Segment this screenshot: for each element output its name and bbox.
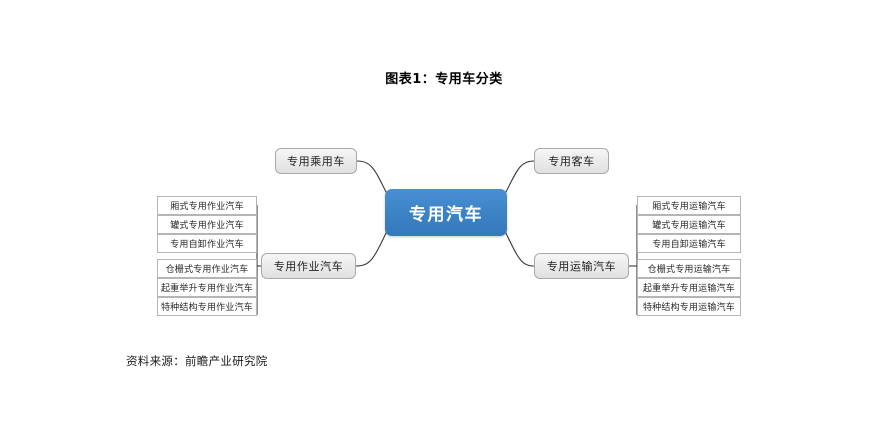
leaf-transport-special-structure[interactable]: 特种结构专用运输汽车 [637, 297, 741, 316]
leaf-work-stake[interactable]: 仓栅式专用作业汽车 [157, 259, 257, 278]
center-node-special-purpose-vehicle[interactable]: 专用汽车 [385, 189, 507, 236]
connector-center-to-bus [503, 160, 535, 197]
branch-node-work-vehicle[interactable]: 专用作业汽车 [261, 253, 356, 279]
leaf-work-lifting[interactable]: 起重举升专用作业汽车 [157, 278, 257, 297]
leaf-work-special-structure[interactable]: 特种结构专用作业汽车 [157, 297, 257, 316]
leaf-work-tank[interactable]: 罐式专用作业汽车 [157, 215, 257, 234]
connector-center-to-transport [503, 228, 535, 267]
source-note: 资料来源：前瞻产业研究院 [126, 354, 268, 368]
leaf-transport-lifting[interactable]: 起重举升专用运输汽车 [637, 278, 741, 297]
connector-center-to-passenger [356, 160, 389, 197]
page-title: 图表1：专用车分类 [385, 72, 503, 87]
leaf-transport-tank[interactable]: 罐式专用运输汽车 [637, 215, 741, 234]
leaf-transport-dump[interactable]: 专用自卸运输汽车 [637, 234, 741, 253]
leaf-transport-van[interactable]: 厢式专用运输汽车 [637, 196, 741, 215]
leaf-work-dump[interactable]: 专用自卸作业汽车 [157, 234, 257, 253]
branch-node-transport-vehicle[interactable]: 专用运输汽车 [534, 253, 629, 279]
connector-center-to-work [355, 228, 389, 267]
leaf-work-van[interactable]: 厢式专用作业汽车 [157, 196, 257, 215]
leaf-transport-stake[interactable]: 仓栅式专用运输汽车 [637, 259, 741, 278]
branch-node-passenger[interactable]: 专用乘用车 [275, 148, 357, 174]
branch-node-bus[interactable]: 专用客车 [534, 148, 609, 174]
